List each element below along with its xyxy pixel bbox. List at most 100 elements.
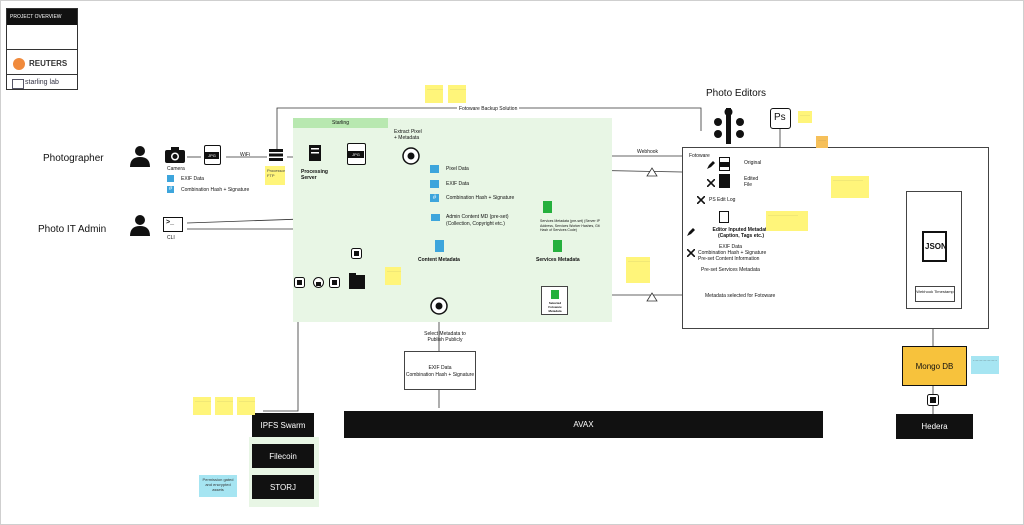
- extract-pixel-label: Extract Pixel + Metadata: [394, 129, 422, 141]
- gear-icon: [430, 297, 448, 315]
- combination-hash-label-2: Combination Hash + Signature: [446, 195, 515, 201]
- json-file-icon: JSON: [922, 231, 947, 262]
- combination-hash-label: Combination Hash + Signature: [181, 187, 250, 193]
- md-selected-label: Metadata selected for Fotoware: [705, 293, 776, 299]
- divider: [7, 49, 77, 50]
- sticky-note: ····················: [425, 85, 443, 103]
- starling-logo-text: starling lab: [25, 79, 59, 86]
- sticky-note: ········: [816, 136, 828, 148]
- jpg-file-icon: JPG: [347, 143, 366, 165]
- image-file-icon: [430, 165, 439, 173]
- folder-icon: [349, 273, 365, 289]
- starling-label: Starling: [293, 118, 388, 128]
- document-icon: [719, 211, 729, 223]
- filecoin-box: Filecoin: [252, 444, 314, 468]
- photoshop-icon: Ps: [770, 108, 791, 129]
- storj-box: STORJ: [252, 475, 314, 499]
- ps-edit-log-label: PS Edit Log: [709, 197, 736, 203]
- reuters-logo-text: REUTERS: [29, 59, 68, 68]
- preset-services-label: Pre-set Services Metadata: [701, 267, 760, 273]
- mongo-db-box: Mongo DB: [902, 346, 967, 386]
- sticky-note: ··················: [971, 356, 999, 374]
- camera-label: Camera: [167, 166, 185, 172]
- file-icon: [430, 180, 439, 188]
- fotoware-title: Fotoware: [689, 153, 710, 159]
- sticky-note: ····················: [448, 85, 466, 103]
- sticky-note: ······························: [831, 176, 869, 198]
- hedera-box: Hedera: [896, 414, 973, 439]
- server-icon: [269, 149, 283, 161]
- person-icon: [130, 146, 150, 167]
- storage-icon: [351, 248, 362, 259]
- storage-icon: [294, 277, 305, 288]
- exif-data-label: EXIF Data: [181, 176, 205, 182]
- cli-label: CLI: [167, 235, 175, 241]
- editor-md-label: Editor Inputed Metadata (Caption, Tags e…: [712, 227, 770, 239]
- storage-icon: [927, 394, 939, 406]
- tools-icon: [697, 196, 705, 204]
- reuters-logo-icon: [13, 58, 25, 70]
- jpg-file-icon: JPG: [204, 145, 221, 165]
- person-icon: [130, 215, 150, 236]
- pencil-icon: [687, 228, 695, 236]
- sticky-note: ··················: [215, 397, 233, 415]
- fotoware-backup-label: Fotoware Backup Solution: [457, 106, 520, 112]
- fotoware-hash-label: Combination Hash + Signature: [698, 250, 767, 256]
- selected-fotoware-md-label: Selected Fotoware Metadata: [548, 301, 562, 313]
- processing-server-label: Processing Server: [301, 169, 328, 181]
- sticky-note: ························: [626, 257, 650, 283]
- document-icon: [309, 145, 321, 161]
- jpg-file-icon: [719, 157, 730, 171]
- admin-content-md-label: Admin Content MD (pre-set): [446, 214, 509, 220]
- fotoware-exif-label: EXIF Data: [719, 244, 743, 250]
- starling-logo-icon: [12, 79, 24, 89]
- divider: [7, 74, 77, 75]
- org-chart-icon: [714, 108, 744, 144]
- sticky-note: ················: [385, 267, 401, 285]
- selected-fotoware-md-box: Selected Fotoware Metadata: [541, 286, 568, 315]
- sticky-note: ··················: [237, 397, 255, 415]
- select-metadata-label: Select Metadata to Publish Publicly: [424, 331, 466, 343]
- original-label: Original: [744, 160, 762, 166]
- overview-panel: PROJECT OVERVIEW REUTERS starling lab: [6, 8, 78, 90]
- content-metadata-icon: [435, 240, 444, 252]
- terminal-icon: >_: [163, 217, 183, 232]
- webhook-timestamp-box: Webhook Timestamp: [915, 286, 955, 302]
- file-icon: [551, 290, 559, 299]
- ftp-sticky: Processor FTP: [265, 166, 285, 185]
- gear-icon: [402, 147, 420, 165]
- webhook-label: Webhook: [636, 149, 660, 155]
- photo-it-admin-label: Photo IT Admin: [38, 224, 107, 235]
- exif-box: EXIF Data Combination Hash + Signature: [404, 351, 476, 390]
- sticky-note: ··················: [193, 397, 211, 415]
- tools-icon: [687, 249, 695, 257]
- camera-icon: [165, 147, 185, 163]
- sticky-note: ··········: [798, 111, 812, 123]
- ipfs-swarm-box: IPFS Swarm: [252, 413, 314, 437]
- avax-box: AVAX: [344, 411, 823, 438]
- permission-note: Permission gated and encrypted assets: [199, 475, 237, 497]
- pixel-data-label: Pixel Data: [446, 166, 469, 172]
- preset-content-label: Pre-set Content Information: [698, 256, 760, 262]
- tools-icon: [707, 179, 715, 187]
- pencil-icon: [707, 161, 715, 169]
- hash-icon: #: [167, 186, 174, 193]
- services-metadata-note: Services Metadata (pre-set) (Server IP A…: [540, 219, 600, 232]
- services-metadata-label: Services Metadata: [536, 257, 580, 263]
- services-metadata-icon: [553, 240, 562, 252]
- file-icon: [167, 175, 174, 182]
- sticky-note: ······························: [766, 211, 808, 231]
- hash-icon: #: [430, 194, 439, 202]
- exif-data-label-2: EXIF Data: [446, 181, 470, 187]
- photographer-label: Photographer: [43, 153, 104, 164]
- services-file-icon: [543, 201, 552, 213]
- overview-header: PROJECT OVERVIEW: [7, 9, 77, 25]
- content-metadata-label: Content Metadata: [418, 257, 460, 263]
- edited-file-label: Edited File: [744, 176, 759, 188]
- lock-icon: [313, 277, 324, 288]
- edited-file-icon: [719, 174, 730, 188]
- photo-editors-label: Photo Editors: [706, 88, 767, 99]
- admin-content-md-sub: (Collection, Copyright etc.): [446, 221, 505, 227]
- wifi-label: WiFi: [240, 152, 250, 158]
